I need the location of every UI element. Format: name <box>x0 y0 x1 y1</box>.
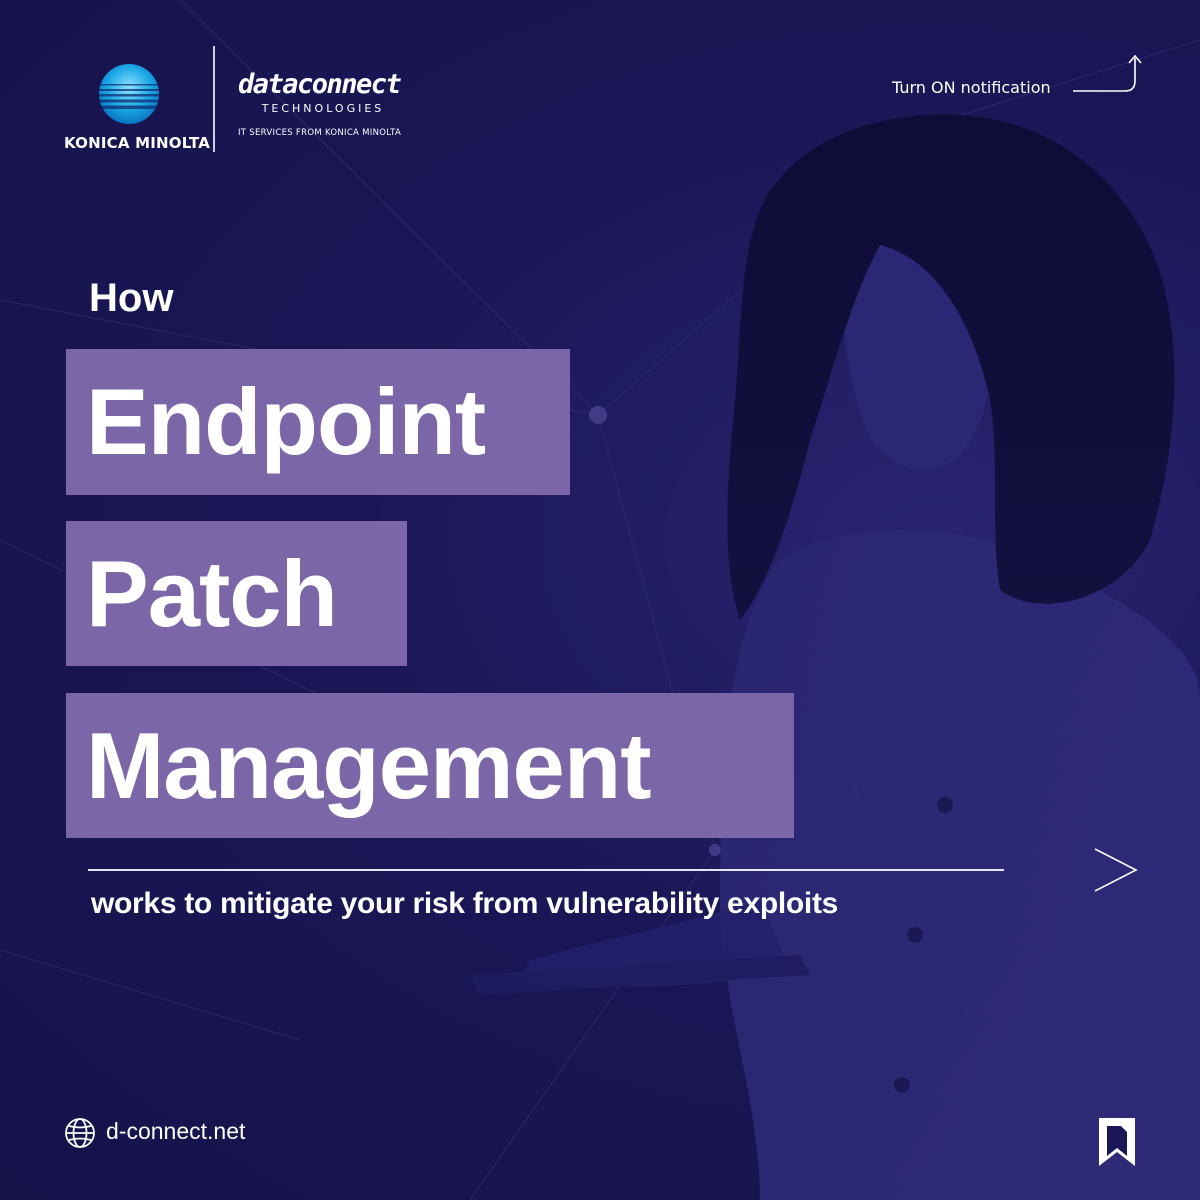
headline-lead: How <box>89 276 174 320</box>
dataconnect-technologies: TECHNOLOGIES <box>261 102 385 115</box>
turn-on-notification-text: Turn ON notification <box>892 78 1051 97</box>
headline-subline: works to mitigate your risk from vulnera… <box>91 887 839 920</box>
headline-highlight-2: Patch <box>66 521 407 666</box>
dataconnect-wordmark: dataconnect <box>238 69 402 100</box>
arrow-up-right-icon <box>1073 54 1142 92</box>
headline-line-2: Patch <box>86 541 338 646</box>
headline-line-1: Endpoint <box>86 369 486 474</box>
website-link[interactable]: d-connect.net <box>106 1118 246 1144</box>
konica-minolta-wordmark: KONICA MINOLTA <box>64 134 211 152</box>
logo-divider <box>213 46 215 152</box>
konica-globe-icon <box>99 64 159 124</box>
dataconnect-logo: dataconnect TECHNOLOGIES IT SERVICES FRO… <box>238 69 408 139</box>
headline-line-3: Management <box>86 713 652 818</box>
chevron-right-icon[interactable] <box>1092 846 1140 894</box>
headline-highlight-1: Endpoint <box>66 349 570 495</box>
globe-icon <box>65 1118 95 1148</box>
konica-minolta-logo: KONICA MINOLTA <box>64 62 211 152</box>
divider-rule <box>88 869 1004 871</box>
dataconnect-tagline: IT SERVICES FROM KONICA MINOLTA <box>238 128 402 138</box>
bookmark-icon[interactable] <box>1097 1116 1137 1168</box>
headline-highlight-3: Management <box>66 693 794 838</box>
